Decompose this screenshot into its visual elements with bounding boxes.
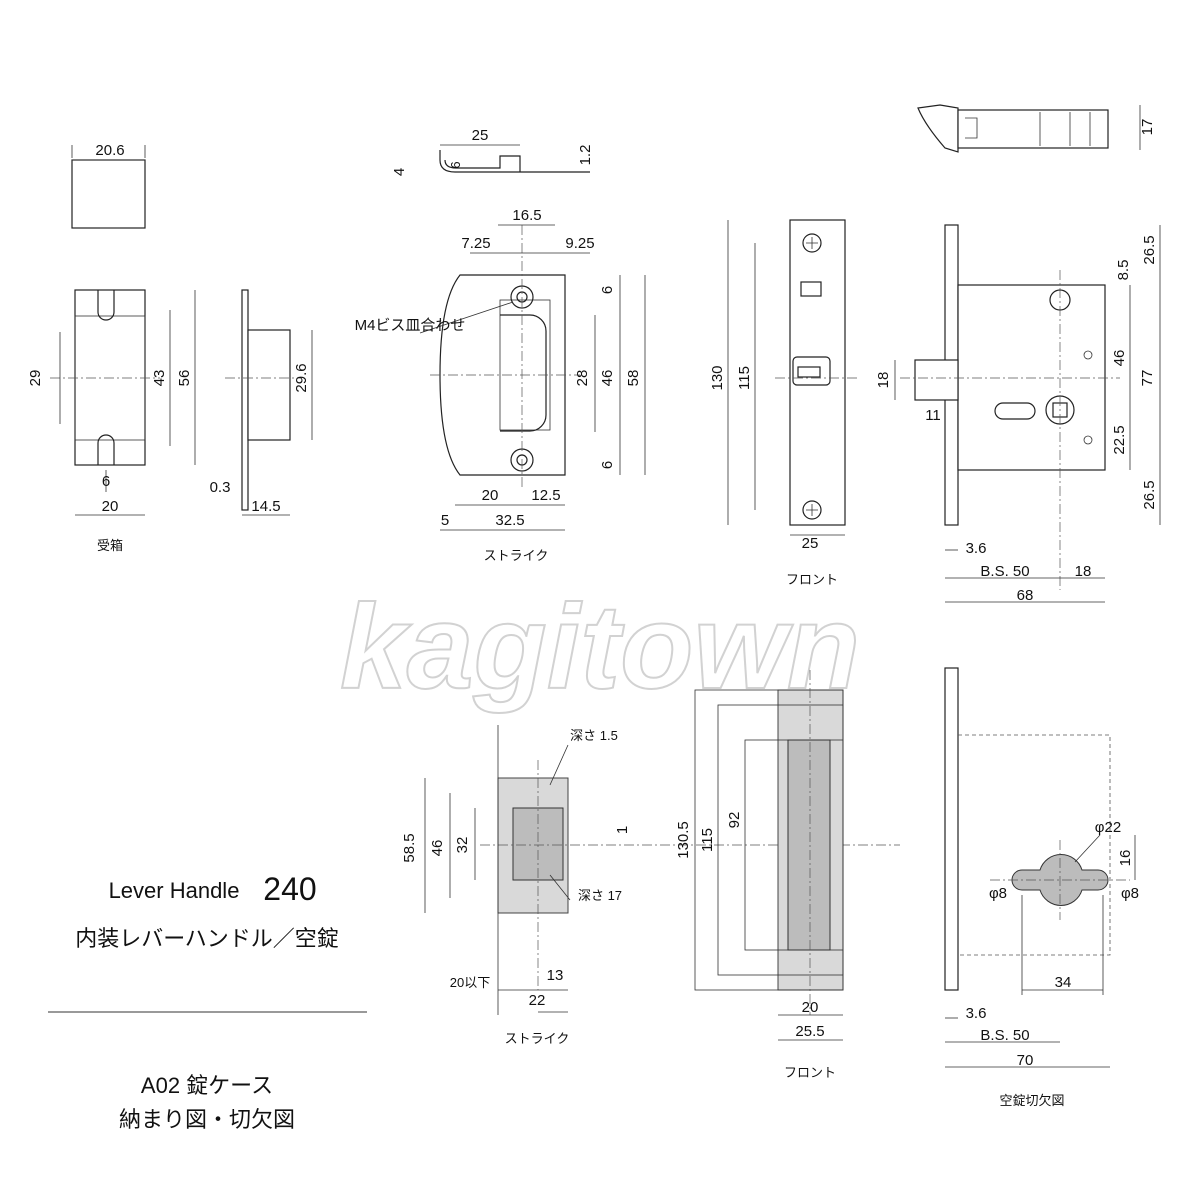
dim-label: 16 — [1117, 850, 1134, 867]
dim-label: 14.5 — [251, 498, 280, 515]
dim-label: 17 — [1139, 119, 1156, 136]
strike-caption: ストライク — [484, 548, 549, 563]
dim-label: 43 — [151, 370, 168, 387]
receiver-box-drawing — [50, 145, 313, 516]
depth-note: 深さ 17 — [578, 888, 622, 903]
dim-label: φ8 — [1121, 885, 1139, 902]
dim-label: 115 — [736, 366, 753, 390]
dim-label: 22.5 — [1111, 425, 1128, 454]
dim-label: 46 — [1111, 350, 1128, 367]
dim-label: 7.25 — [461, 235, 490, 252]
product-name-en: Lever Handle — [109, 878, 240, 903]
dim-label: 46 — [429, 840, 446, 857]
subtitle-case: A02 錠ケース — [141, 1073, 273, 1098]
strike-cutout-caption: ストライク — [505, 1031, 570, 1046]
dim-label: 12.5 — [531, 487, 560, 504]
dim-label: 6 — [102, 473, 110, 490]
dim-label: 3.6 — [966, 540, 987, 557]
dim-label: 58 — [625, 370, 642, 387]
dim-label: 46 — [599, 370, 616, 387]
dim-label: 16.5 — [512, 207, 541, 224]
dim-label: 13 — [547, 967, 564, 984]
dim-label: 20 — [482, 487, 499, 504]
case-cutout-caption: 空錠切欠図 — [999, 1093, 1064, 1108]
front-cutout-drawing — [694, 670, 844, 1041]
dim-label: 20以下 — [450, 975, 490, 990]
case-cutout-drawing — [944, 667, 1136, 1068]
dim-label: 20 — [802, 999, 819, 1016]
dim-label: 6 — [599, 461, 616, 469]
dim-label: 32 — [454, 837, 471, 854]
dim-label: 56 — [176, 370, 193, 387]
dim-label: 0.3 — [210, 479, 231, 496]
dim-label: 130 — [709, 365, 726, 390]
dim-label: 58.5 — [401, 833, 418, 862]
dim-label: 26.5 — [1141, 235, 1158, 264]
front-caption: フロント — [786, 572, 838, 587]
dim-label: 34 — [1055, 974, 1072, 991]
product-number: 240 — [263, 871, 316, 907]
dim-label: 28 — [574, 370, 591, 387]
dim-label: 22 — [529, 992, 546, 1009]
dim-label: 92 — [726, 812, 743, 829]
strike-screw-note: M4ビス皿合わせ — [355, 317, 466, 334]
dim-label: 20.6 — [95, 142, 124, 159]
dim-label: 20 — [102, 498, 119, 515]
front-plate-drawing — [727, 219, 860, 536]
dim-label: 29.6 — [293, 363, 310, 392]
dim-label: 130.5 — [675, 821, 692, 859]
dim-label: 77 — [1139, 370, 1156, 387]
dim-label: 32.5 — [495, 512, 524, 529]
dim-label: 25.5 — [795, 1023, 824, 1040]
dim-label: 25 — [472, 127, 489, 144]
dim-label: φ8 — [989, 885, 1007, 902]
dim-label: 18 — [875, 372, 892, 389]
dim-label: 5 — [441, 512, 449, 529]
dim-label: 9.25 — [565, 235, 594, 252]
dim-label: 1.2 — [577, 145, 594, 166]
strike-cutout-drawing — [424, 725, 900, 1015]
dim-label: 6 — [448, 161, 463, 168]
dim-label: 29 — [27, 370, 44, 387]
dim-label: B.S. 50 — [980, 1027, 1029, 1044]
front-cutout-caption: フロント — [784, 1065, 836, 1080]
dim-label: 3.6 — [966, 1005, 987, 1022]
dim-label: 70 — [1017, 1052, 1034, 1069]
dim-label: 18 — [1075, 563, 1092, 580]
watermark: kagitown — [340, 580, 860, 714]
dim-label: 1 — [614, 826, 631, 834]
dim-label: 26.5 — [1141, 480, 1158, 509]
dim-label: 11 — [925, 407, 941, 424]
product-name-jp: 内装レバーハンドル／空錠 — [75, 926, 339, 951]
receiver-box-caption: 受箱 — [97, 538, 123, 553]
lock-case-drawing — [894, 104, 1161, 603]
depth-note: 深さ 1.5 — [570, 728, 618, 743]
dim-label: 25 — [802, 535, 819, 552]
dim-label: 68 — [1017, 587, 1034, 604]
dim-label: φ22 — [1095, 819, 1121, 836]
subtitle-drawing: 納まり図・切欠図 — [119, 1107, 295, 1132]
dim-label: 4 — [391, 168, 408, 176]
dim-label: 115 — [699, 828, 716, 852]
dim-label: 8.5 — [1115, 260, 1132, 281]
dim-label: 6 — [599, 286, 616, 294]
strike-drawing — [419, 144, 646, 531]
dim-label: B.S. 50 — [980, 563, 1029, 580]
